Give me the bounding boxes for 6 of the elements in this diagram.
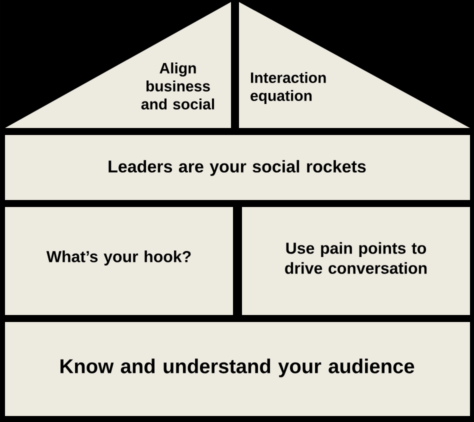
pillar-box: What’s your hook? — [5, 206, 233, 315]
pillar-box: Use pain points to drive conversation — [242, 206, 470, 315]
beam-band: Leaders are your social rockets — [5, 135, 470, 200]
roof-panel: Align business and social — [5, 2, 231, 128]
foundation-band: Know and understand your audience — [5, 322, 470, 416]
roof-panel: Interaction equation — [239, 2, 470, 128]
